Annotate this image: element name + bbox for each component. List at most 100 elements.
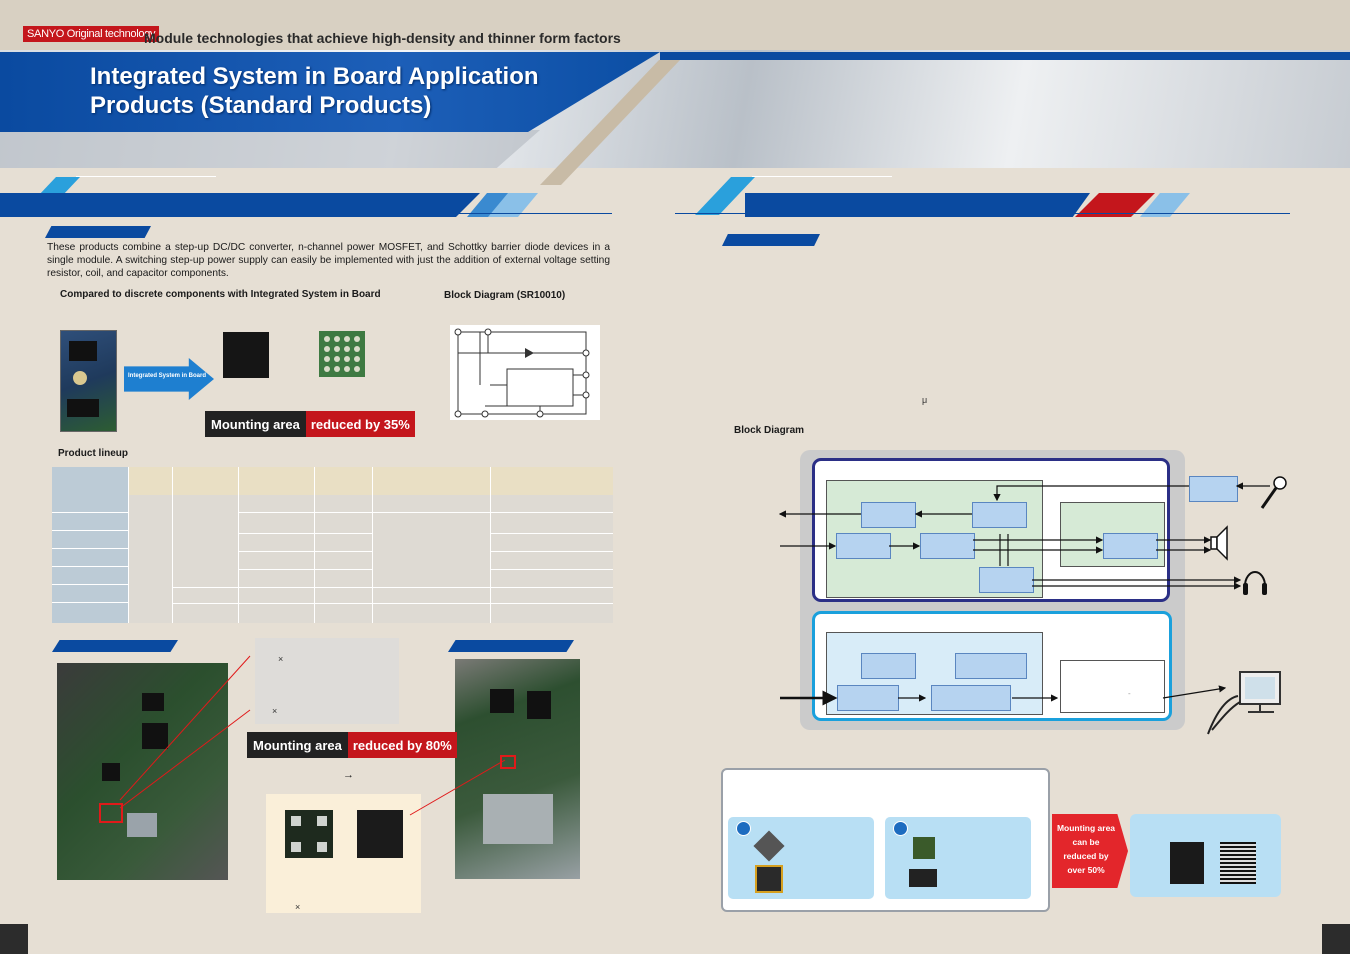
right-section-underline bbox=[675, 213, 1290, 214]
col-divider bbox=[128, 467, 129, 623]
right-heading-bar bbox=[722, 234, 820, 246]
reduced-over-50-badge: Mounting area can be reduced by over 50% bbox=[1052, 814, 1128, 888]
badge-line: reduced by bbox=[1063, 851, 1109, 861]
block bbox=[1189, 476, 1238, 502]
badge-line: Mounting area bbox=[1056, 823, 1116, 833]
block bbox=[972, 502, 1027, 528]
pad bbox=[291, 842, 301, 852]
block bbox=[979, 567, 1034, 593]
chip bbox=[490, 689, 514, 713]
left-section-rule bbox=[76, 176, 216, 177]
banner-shadow bbox=[0, 130, 540, 168]
col-divider bbox=[238, 467, 239, 623]
block bbox=[861, 502, 916, 528]
title-line-2: Products (Standard Products) bbox=[90, 92, 432, 119]
page-corner-right bbox=[1322, 924, 1350, 954]
badge-line: can be bbox=[1072, 837, 1100, 847]
isb-arrow-label: Integrated System in Board bbox=[128, 373, 207, 379]
pin bbox=[454, 410, 462, 418]
badge-value: reduced by 35% bbox=[305, 411, 415, 437]
pad bbox=[317, 816, 327, 826]
chip bbox=[527, 691, 551, 719]
table-row bbox=[52, 567, 128, 585]
header-blue-strip bbox=[660, 52, 1350, 60]
arrow-symbol: → bbox=[343, 769, 354, 781]
tagline: Module technologies that achieve high-de… bbox=[144, 30, 621, 46]
schematic-background bbox=[450, 325, 600, 420]
table-row bbox=[52, 531, 128, 549]
schottky-diode bbox=[525, 348, 534, 358]
phone-example-bar-2 bbox=[448, 640, 574, 652]
shield bbox=[483, 794, 553, 844]
conventional-comparison-panel bbox=[721, 768, 1050, 912]
callout-line bbox=[409, 759, 506, 816]
block-diagram-caption-right: Block Diagram bbox=[734, 425, 805, 436]
phone-board-photo-2 bbox=[455, 659, 580, 879]
headphones-icon bbox=[1243, 571, 1267, 595]
row-divider bbox=[238, 551, 372, 552]
bga-pads bbox=[324, 336, 360, 372]
intro-paragraph: These products combine a step-up DC/DC c… bbox=[47, 242, 610, 279]
module-bottom-photo bbox=[1220, 842, 1256, 884]
mu-symbol: μ bbox=[922, 395, 928, 405]
col-divider bbox=[314, 467, 315, 623]
lineup-caption: Product lineup bbox=[58, 448, 128, 459]
pin bbox=[582, 371, 590, 379]
top-band bbox=[0, 0, 1350, 50]
row-divider bbox=[490, 533, 613, 534]
module-top-photo bbox=[1170, 842, 1204, 884]
page-corner-left bbox=[0, 924, 28, 954]
discrete-board-photo bbox=[60, 330, 117, 432]
table-row bbox=[52, 549, 128, 567]
arrow bbox=[1162, 685, 1227, 699]
lineup-header-row bbox=[52, 467, 613, 495]
row-divider bbox=[172, 603, 613, 604]
chip-photo bbox=[913, 837, 935, 859]
block bbox=[1103, 533, 1158, 559]
spec-note-box: × × bbox=[255, 638, 399, 724]
table-row bbox=[52, 513, 128, 531]
col-divider bbox=[172, 467, 173, 623]
area-reduction-badge-35: Mounting area reduced by 35% bbox=[205, 411, 415, 437]
component bbox=[73, 371, 87, 385]
pin bbox=[454, 328, 462, 336]
chip bbox=[142, 693, 164, 711]
left-section-underline bbox=[0, 213, 612, 214]
right-section-rule bbox=[752, 176, 892, 177]
page-title: Integrated System in Board Application P… bbox=[90, 62, 650, 120]
block bbox=[931, 685, 1011, 711]
isb-module-panel bbox=[1130, 814, 1281, 897]
table-row bbox=[52, 495, 128, 513]
row-divider bbox=[238, 533, 372, 534]
pad bbox=[317, 842, 327, 852]
bullet-icon bbox=[893, 821, 908, 836]
speaker-icon bbox=[1210, 525, 1228, 561]
lineup-row-lines bbox=[52, 495, 128, 623]
block bbox=[837, 685, 899, 711]
isb-module-bottom-photo bbox=[319, 331, 365, 377]
row-divider bbox=[490, 569, 613, 570]
module-bottom-photo bbox=[285, 810, 333, 858]
times-symbol: × bbox=[278, 654, 284, 664]
times-symbol: × bbox=[272, 706, 278, 716]
bullet-icon bbox=[736, 821, 751, 836]
callout-lines bbox=[119, 655, 506, 816]
pin bbox=[481, 410, 489, 418]
badge-key: Mounting area bbox=[247, 732, 348, 758]
lineup-table bbox=[52, 467, 613, 623]
pin bbox=[582, 391, 590, 399]
block bbox=[920, 533, 975, 559]
callout-line bbox=[119, 709, 251, 809]
module-photo-box: × bbox=[266, 794, 421, 913]
phone-example-bar-1 bbox=[52, 640, 178, 652]
chip-photo bbox=[909, 869, 937, 887]
pin bbox=[582, 349, 590, 357]
row-divider bbox=[172, 587, 613, 588]
sr10010-schematic bbox=[450, 325, 600, 420]
title-line-1: Integrated System in Board Application bbox=[90, 63, 539, 90]
microphone-icon bbox=[1260, 476, 1287, 509]
compare-caption: Compared to discrete components with Int… bbox=[60, 289, 381, 300]
highlight-box bbox=[99, 803, 123, 823]
lineup-first-column bbox=[52, 467, 128, 623]
chip-photo bbox=[753, 830, 785, 862]
